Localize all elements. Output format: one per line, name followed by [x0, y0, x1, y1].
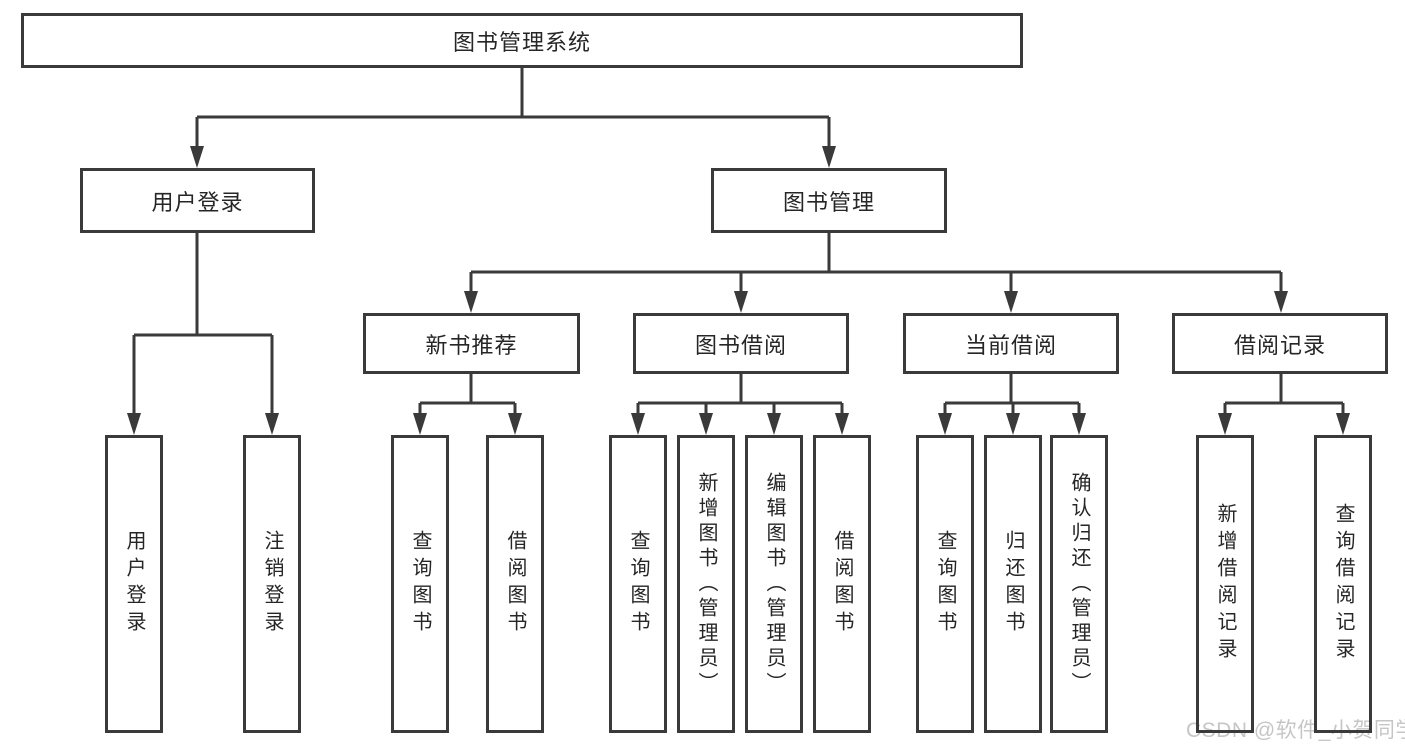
node-label: 归还图书 — [1002, 530, 1024, 638]
node-label: 用户登录 — [123, 530, 145, 638]
arrowhead-icon — [822, 146, 836, 168]
node-label: 查询图书 — [934, 530, 956, 638]
node-leaf-confirm-return-admin: 确认归还（管理员） — [1050, 435, 1108, 733]
arrowhead-icon — [631, 413, 645, 435]
node-label: 借阅记录 — [1233, 332, 1326, 358]
node-leaf-query-book: 查询图书 — [609, 435, 667, 733]
arrowhead-icon — [1004, 291, 1018, 313]
arrowhead-icon — [699, 413, 713, 435]
node-leaf-query-book-current: 查询图书 — [916, 435, 974, 733]
node-label: 查询借阅记录 — [1332, 503, 1354, 665]
arrowhead-icon — [767, 413, 781, 435]
arrowhead-icon — [1072, 413, 1086, 435]
node-leaf-borrow-book: 借阅图书 — [813, 435, 871, 733]
node-leaf-query-book-rec: 查询图书 — [391, 435, 449, 733]
node-borrowing-records: 借阅记录 — [1172, 313, 1388, 374]
node-leaf-add-borrow-record: 新增借阅记录 — [1196, 435, 1254, 733]
node-label: 新增借阅记录 — [1214, 503, 1236, 665]
node-label: 用户登录 — [151, 189, 244, 215]
node-label: 查询图书 — [409, 530, 431, 638]
node-label: 图书管理系统 — [452, 29, 591, 55]
node-current-borrowing: 当前借阅 — [903, 313, 1119, 374]
node-user-login: 用户登录 — [80, 168, 315, 233]
node-label: 新增图书（管理员） — [695, 471, 717, 697]
node-label: 图书借阅 — [694, 332, 787, 358]
arrowhead-icon — [938, 413, 952, 435]
arrowhead-icon — [1274, 291, 1288, 313]
node-leaf-return-book: 归还图书 — [984, 435, 1042, 733]
node-label: 注销登录 — [261, 530, 283, 638]
arrowhead-icon — [127, 413, 141, 435]
arrowhead-icon — [265, 413, 279, 435]
arrowhead-icon — [734, 291, 748, 313]
arrowhead-icon — [413, 413, 427, 435]
node-label: 确认归还（管理员） — [1068, 471, 1090, 697]
arrowhead-icon — [1218, 413, 1232, 435]
arrowhead-icon — [464, 291, 478, 313]
arrowhead-icon — [190, 146, 204, 168]
node-label: 新书推荐 — [425, 332, 518, 358]
node-book-borrowing: 图书借阅 — [633, 313, 849, 374]
node-leaf-logout: 注销登录 — [243, 435, 301, 733]
node-label: 图书管理 — [782, 189, 875, 215]
node-library-management-system: 图书管理系统 — [21, 13, 1023, 68]
node-label: 查询图书 — [627, 530, 649, 638]
csdn-watermark: CSDN @软件_小贺同学 — [1186, 719, 1405, 742]
node-label: 当前借阅 — [964, 332, 1057, 358]
node-new-book-recommendation: 新书推荐 — [363, 313, 580, 374]
arrowhead-icon — [508, 413, 522, 435]
node-leaf-user-login: 用户登录 — [105, 435, 163, 733]
node-leaf-edit-book-admin: 编辑图书（管理员） — [745, 435, 803, 733]
arrowhead-icon — [835, 413, 849, 435]
node-label: 借阅图书 — [831, 530, 853, 638]
arrowhead-icon — [1336, 413, 1350, 435]
node-book-management: 图书管理 — [711, 168, 947, 233]
node-leaf-borrow-book-rec: 借阅图书 — [486, 435, 544, 733]
node-label: 编辑图书（管理员） — [763, 471, 785, 697]
arrowhead-icon — [1006, 413, 1020, 435]
node-leaf-query-borrow-record: 查询借阅记录 — [1314, 435, 1372, 733]
node-label: 借阅图书 — [504, 530, 526, 638]
node-leaf-add-book-admin: 新增图书（管理员） — [677, 435, 735, 733]
